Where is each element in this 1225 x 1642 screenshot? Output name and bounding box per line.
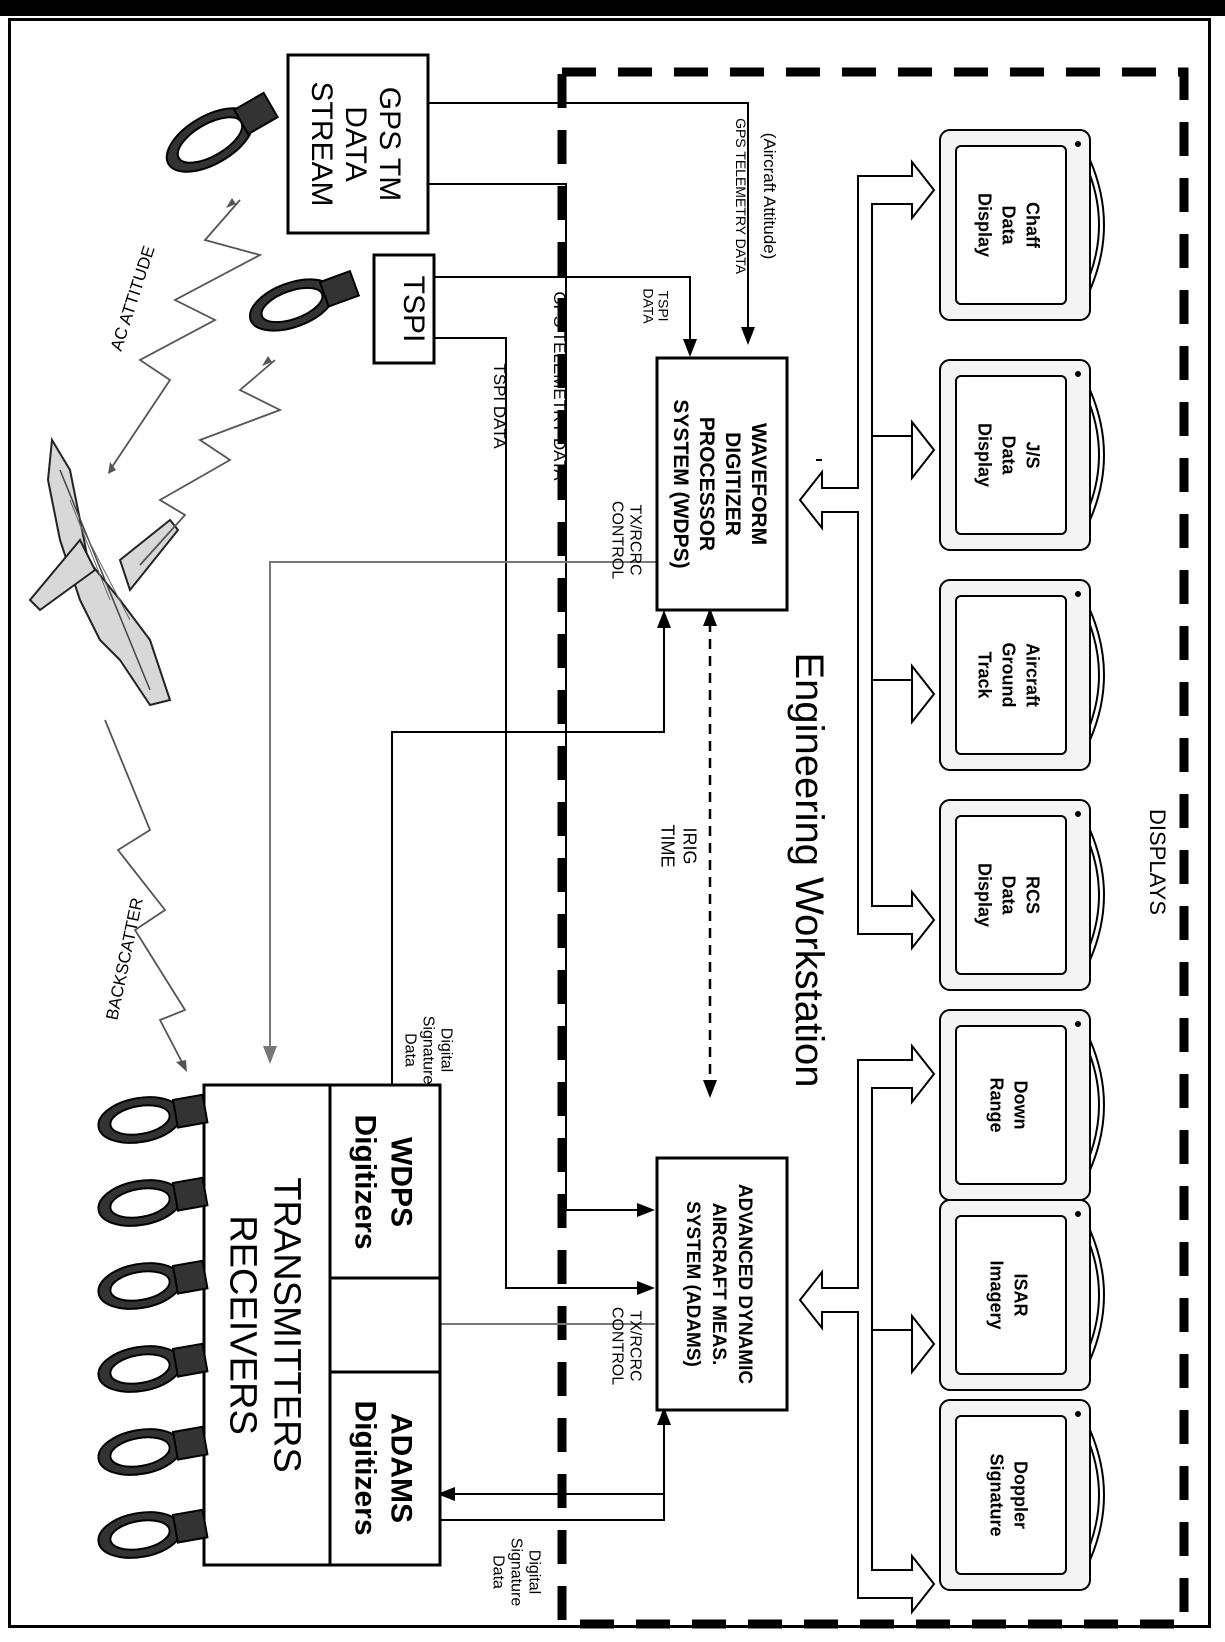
display-monitor (939, 129, 1105, 321)
display-label: AircraftGroundTrack (975, 643, 1043, 708)
gps-tm-label: GPS TMDATASTREAM (305, 81, 406, 206)
digital-signature-data-label-2: DigitalSignatureData (490, 1538, 543, 1607)
display-label: ISARImagery (987, 1260, 1031, 1329)
display-label: ChaffDataDisplay (975, 193, 1043, 257)
top-bar (0, 0, 1225, 16)
engineering-workstation-label: Engineering Workstation (787, 652, 831, 1087)
adams-label: ADVANCED DYNAMICAIRCRAFT MEAS.SYSTEM (AD… (682, 1184, 755, 1384)
display-label: DownRange (987, 1077, 1031, 1132)
gps-tm-box (286, 53, 430, 235)
wdps-label: WAVEFORMDIGITIZERPROCESSORSYSTEM (WDPS) (669, 399, 770, 568)
dish-icons (97, 91, 361, 1559)
backscatter-label: BACKSCATTER (102, 896, 146, 1022)
gps-telemetry-line (428, 183, 640, 1211)
tspi-data-small-label: TSPIDATA (640, 288, 671, 324)
gps-attitude-line (428, 102, 749, 330)
adams-digitizers-label: ADAMSDigitizers (348, 1400, 417, 1535)
monitor-screen (955, 1025, 1067, 1185)
signal-zigzags (104, 198, 283, 1072)
aircraft-attitude-label: (Aircraft Attitude) (760, 133, 779, 260)
tx-rcrc-control-label-1: TX/RCRCCONTROL (609, 501, 644, 579)
display-monitor (939, 1009, 1105, 1201)
tspi-adams-line (434, 337, 640, 1289)
wdps-digitizer-line (391, 623, 665, 1085)
tspi-data-label: TSPI DATA (490, 363, 509, 449)
display-monitors (939, 129, 1105, 1591)
monitor-screen (955, 145, 1067, 305)
wdps-control-line (269, 561, 657, 1050)
wdps-box (655, 356, 789, 612)
tx-rcrc-control-label-2: TX/RCRCCONTROL (609, 1307, 644, 1385)
wdps-digitizers-label: WDPSDigitizers (348, 1114, 417, 1249)
adams-digitizers-box (328, 1370, 442, 1567)
monitor-screen (955, 1215, 1067, 1375)
display-monitor (939, 799, 1105, 991)
aircraft-icon (28, 436, 180, 707)
tspi-box (372, 253, 436, 365)
gps-telemetry-data-label: GPS TELEMETRY DATA (550, 291, 569, 481)
display-monitor (939, 1199, 1105, 1391)
gps-telemetry-data-small-label: GPS TELEMETRY DATA (733, 118, 749, 275)
transmitters-receivers-label: TRANSMITTERSRECEIVERS (222, 1177, 308, 1473)
display-label: RCSDataDisplay (975, 863, 1043, 927)
display-label: J/SDataDisplay (975, 423, 1043, 487)
displays-label: DISPLAYS (1145, 809, 1170, 915)
display-monitor (939, 359, 1105, 551)
monitor-screen (955, 595, 1067, 755)
workstation-boundary (557, 67, 1189, 1629)
adams-box (655, 1156, 789, 1412)
digital-signature-data-label-1: DigitalSignatureData (402, 1016, 455, 1085)
wdps-display-bus (798, 159, 936, 951)
ac-attitude-label: AC ATTITUDE (107, 243, 159, 353)
monitor-screen (955, 1415, 1067, 1575)
irig-time-label: IRIGTIME (657, 825, 699, 868)
monitor-screen (955, 375, 1067, 535)
tspi-label: TSPI (397, 276, 430, 343)
display-label: DopplerSignature (987, 1453, 1031, 1536)
wdps-digitizers-box (328, 1083, 442, 1280)
display-labels: ChaffDataDisplayJ/SDataDisplayAircraftGr… (975, 193, 1043, 1537)
adams-digitizer-line (440, 1420, 665, 1521)
display-monitor (939, 579, 1105, 771)
monitor-screen (955, 815, 1067, 975)
tspi-wdps-line (434, 276, 691, 342)
display-monitor (939, 1399, 1105, 1591)
